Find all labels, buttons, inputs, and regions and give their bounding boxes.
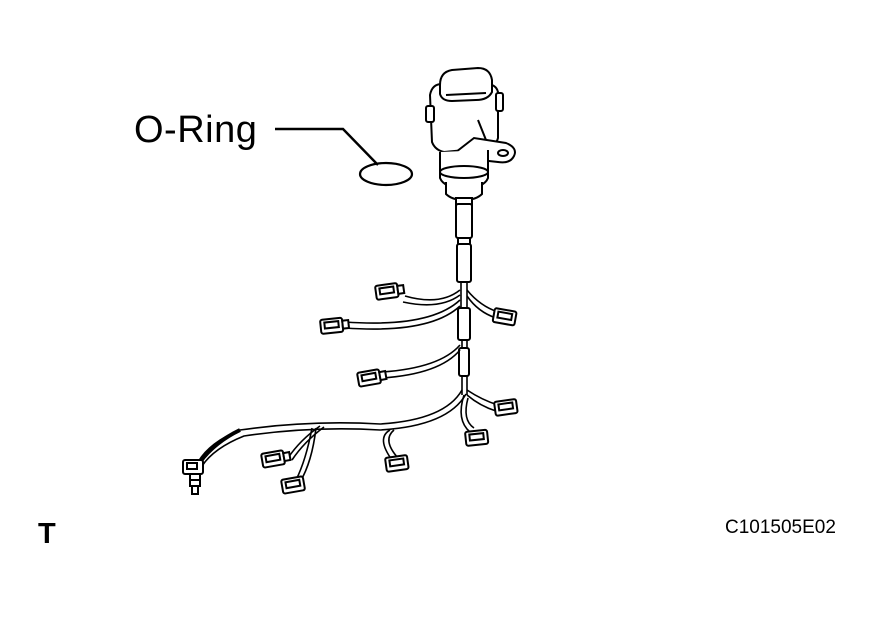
o-ring bbox=[358, 161, 414, 187]
end-sensor bbox=[182, 459, 204, 495]
callout-leader-line bbox=[275, 127, 379, 166]
wire-trunk bbox=[455, 203, 473, 377]
o-ring-label: O-Ring bbox=[134, 109, 258, 151]
harness-connectors bbox=[260, 282, 519, 495]
harness-wires bbox=[197, 282, 499, 483]
sensor-assembly bbox=[425, 66, 516, 207]
sensor-lead-wire bbox=[198, 428, 241, 464]
figure-code: C101505E02 bbox=[725, 517, 836, 538]
corner-mark: T bbox=[38, 518, 56, 550]
